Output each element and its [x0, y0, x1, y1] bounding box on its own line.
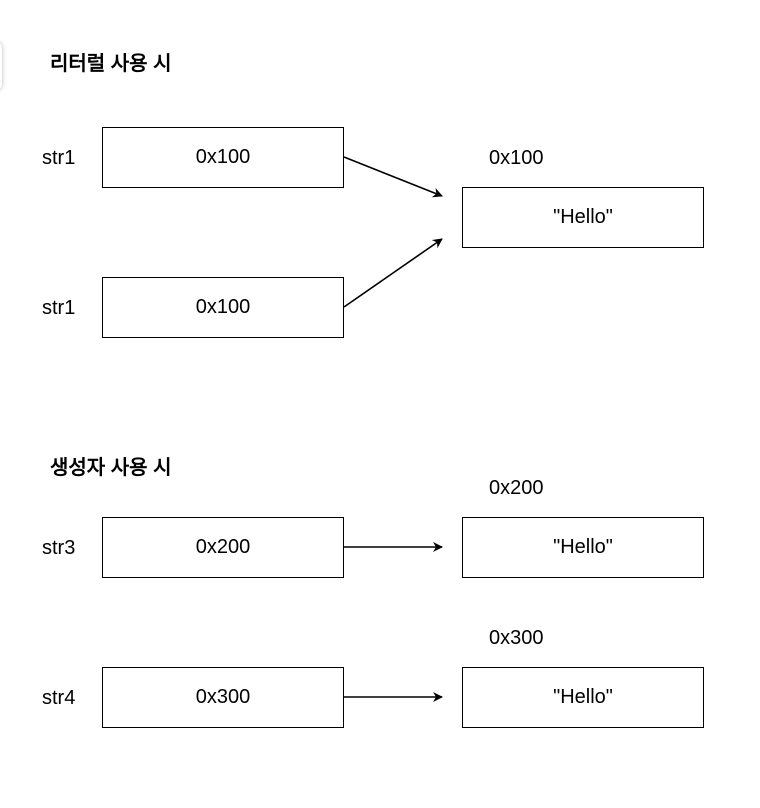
variable-label-str3: str3: [42, 537, 76, 559]
variable-label-str1-a: str1: [42, 147, 76, 169]
string-object-box-0x200: "Hello": [462, 517, 704, 578]
reference-box-str1-a: 0x100: [102, 127, 344, 188]
scroll-edge-handle: [0, 42, 2, 90]
string-object-box-0x100: "Hello": [462, 187, 704, 248]
reference-arrow-str1-a: [343, 156, 443, 198]
string-object-content: "Hello": [553, 536, 613, 558]
reference-box-str3: 0x200: [102, 517, 344, 578]
variable-label-str4: str4: [42, 687, 76, 709]
reference-box-str4: 0x300: [102, 667, 344, 728]
string-object-box-0x300: "Hello": [462, 667, 704, 728]
variable-label-str1-b: str1: [42, 297, 76, 319]
reference-arrow-str1-b: [343, 238, 443, 308]
section-title-literal: 리터럴 사용 시: [50, 53, 172, 75]
reference-value: 0x100: [195, 146, 251, 168]
reference-box-str1-b: 0x100: [102, 277, 344, 338]
object-address-0x300: 0x300: [489, 627, 544, 649]
reference-value: 0x200: [195, 536, 251, 558]
object-address-0x100: 0x100: [489, 147, 544, 169]
string-object-content: "Hello": [553, 206, 613, 228]
object-address-0x200: 0x200: [489, 477, 544, 499]
reference-value: 0x300: [195, 686, 251, 708]
reference-value: 0x100: [195, 296, 251, 318]
string-object-content: "Hello": [553, 686, 613, 708]
section-title-constructor: 생성자 사용 시: [50, 457, 172, 479]
